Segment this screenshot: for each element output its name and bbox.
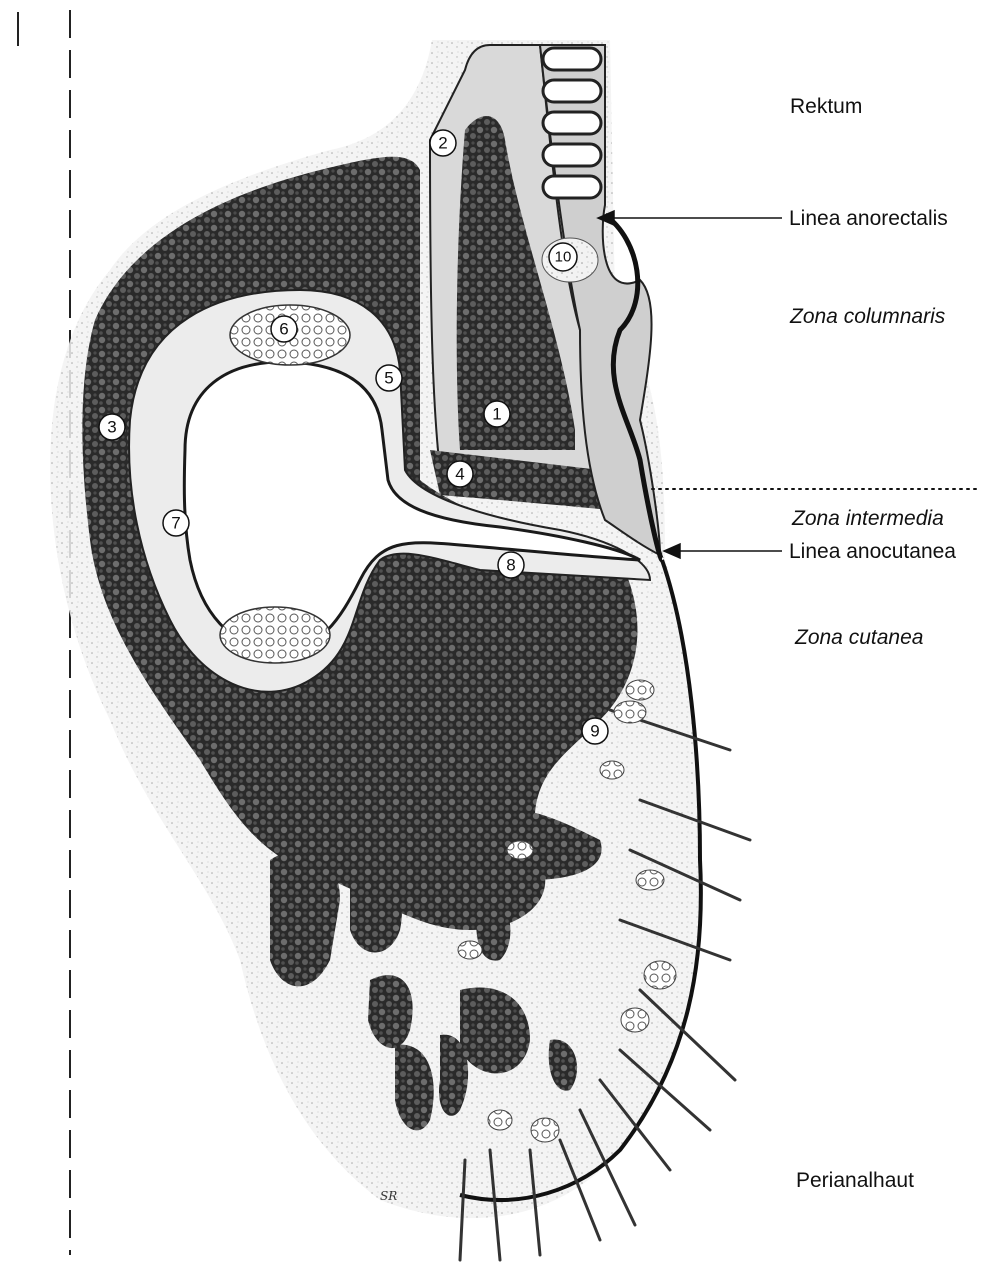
marker-1: 1 [484, 401, 510, 427]
svg-text:2: 2 [438, 134, 447, 153]
muscle-bundle [350, 872, 402, 952]
artist-signature: SR [380, 1189, 397, 1203]
svg-text:8: 8 [506, 556, 515, 575]
svg-text:10: 10 [555, 249, 572, 266]
label-zona-columnaris: Zona columnaris [790, 306, 945, 327]
marker-7: 7 [163, 510, 189, 536]
label-perianalhaut: Perianalhaut [796, 1170, 914, 1191]
label-rektum: Rektum [790, 96, 862, 117]
marker-8: 8 [498, 552, 524, 578]
label-zona-cutanea: Zona cutanea [795, 627, 923, 648]
arrowhead-icon [664, 544, 680, 558]
rectal-crypts [543, 48, 601, 198]
marker-6: 6 [271, 316, 297, 342]
svg-text:3: 3 [107, 418, 116, 437]
label-linea-anorectalis: Linea anorectalis [789, 208, 948, 229]
marker-2: 2 [430, 130, 456, 156]
marker-10: 10 [549, 243, 577, 271]
marker-5: 5 [376, 365, 402, 391]
marker-9: 9 [582, 718, 608, 744]
svg-text:6: 6 [279, 320, 288, 339]
svg-text:1: 1 [492, 405, 501, 424]
anal-gland [220, 607, 330, 663]
marker-4: 4 [447, 461, 473, 487]
label-zona-intermedia: Zona intermedia [792, 508, 944, 529]
svg-text:5: 5 [384, 369, 393, 388]
marker-3: 3 [99, 414, 125, 440]
svg-text:4: 4 [455, 465, 464, 484]
label-linea-anocutanea: Linea anocutanea [789, 541, 956, 562]
svg-text:9: 9 [590, 722, 599, 741]
svg-text:7: 7 [171, 514, 180, 533]
